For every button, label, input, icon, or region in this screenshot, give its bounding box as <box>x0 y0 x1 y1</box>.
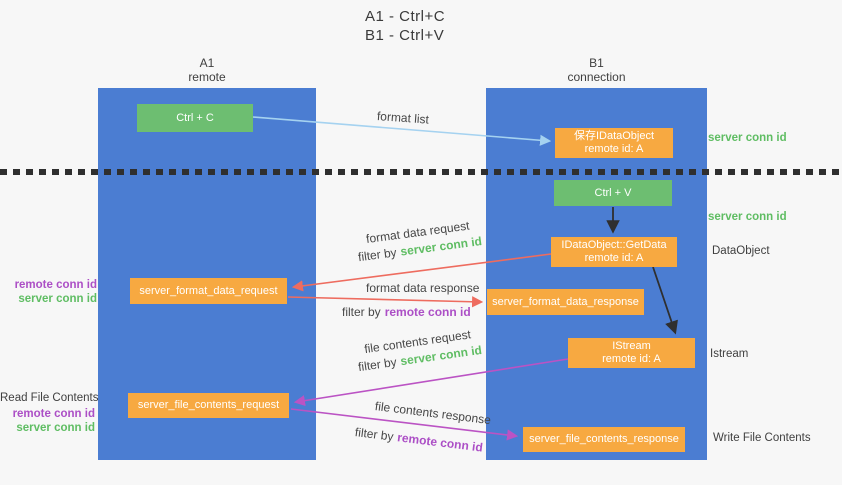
node-istream-title: IStream <box>612 340 651 352</box>
annotation-format-request-ids: remote conn id server conn id <box>0 278 97 306</box>
node-idataobject-getdata: IDataObject::GetData remote id: A <box>551 237 677 267</box>
title-line-1: A1 - Ctrl+C <box>365 8 446 25</box>
lane-a-subtitle: remote <box>188 70 226 84</box>
lane-b-subtitle: connection <box>567 70 626 84</box>
node-server-format-data-response: server_format_data_response <box>487 289 644 315</box>
node-server-file-contents-response: server_file_contents_response <box>523 427 685 452</box>
node-save-idataobject-subtitle: remote id: A <box>584 143 644 155</box>
annotation-write-file-contents: Write File Contents <box>713 432 811 444</box>
filter-by-text: filter by <box>354 425 395 444</box>
annotation-server-conn-id-top: server conn id <box>708 132 787 144</box>
node-server-file-contents-request: server_file_contents_request <box>128 393 289 418</box>
format-data-response-arrow <box>287 296 484 308</box>
filter-by-text: filter by <box>357 354 398 375</box>
node-server-format-data-request-label: server_format_data_request <box>139 284 278 297</box>
node-ctrl-c-label: Ctrl + C <box>176 111 214 124</box>
lane-a-header: A1 remote <box>98 56 316 84</box>
annotation-server-conn-id-2: server conn id <box>16 422 95 434</box>
filter-key-remote-conn-id: remote conn id <box>396 430 484 455</box>
annotation-server-conn-id-1: server conn id <box>18 293 97 305</box>
lane-b-name: B1 <box>589 56 604 70</box>
filter-key-remote-conn-id: remote conn id <box>384 305 471 319</box>
label-format-data-response: format data response <box>366 281 480 295</box>
node-server-file-contents-response-label: server_file_contents_response <box>529 433 679 445</box>
label-format-list: format list <box>376 109 430 127</box>
annotation-file-request-ids: remote conn id server conn id <box>0 407 95 435</box>
filter-by-text: filter by <box>342 305 381 319</box>
annotation-dataobject: DataObject <box>712 245 770 257</box>
annotation-server-conn-id-mid: server conn id <box>708 211 787 223</box>
node-istream-subtitle: remote id: A <box>602 353 661 365</box>
node-ctrl-v: Ctrl + V <box>554 180 672 206</box>
node-server-file-contents-request-label: server_file_contents_request <box>137 399 280 411</box>
copy-paste-separator-line <box>0 169 842 175</box>
label-file-contents-response: file contents response <box>374 399 492 428</box>
annotation-remote-conn-id-2: remote conn id <box>12 408 95 420</box>
node-server-format-data-response-label: server_format_data_response <box>492 295 639 308</box>
filter-by-text: filter by <box>357 245 398 265</box>
node-ctrl-c: Ctrl + C <box>137 104 253 132</box>
node-save-idataobject-title: 保存IDataObject <box>573 130 655 142</box>
node-istream: IStream remote id: A <box>568 338 695 368</box>
lane-a-name: A1 <box>199 56 215 70</box>
diagram-title: A1 - Ctrl+C B1 - Ctrl+V <box>365 7 445 45</box>
node-idataobject-getdata-subtitle: remote id: A <box>584 252 644 264</box>
annotation-remote-conn-id-1: remote conn id <box>14 279 97 291</box>
lane-b-header: B1 connection <box>486 56 707 84</box>
node-ctrl-v-label: Ctrl + V <box>594 186 632 199</box>
annotation-read-file-contents: Read File Contents <box>0 392 99 404</box>
title-line-2: B1 - Ctrl+V <box>365 27 445 44</box>
annotation-istream: Istream <box>710 348 749 360</box>
node-server-format-data-request: server_format_data_request <box>130 278 287 304</box>
node-idataobject-getdata-title: IDataObject::GetData <box>561 239 667 251</box>
node-save-idataobject: 保存IDataObject remote id: A <box>555 128 673 158</box>
